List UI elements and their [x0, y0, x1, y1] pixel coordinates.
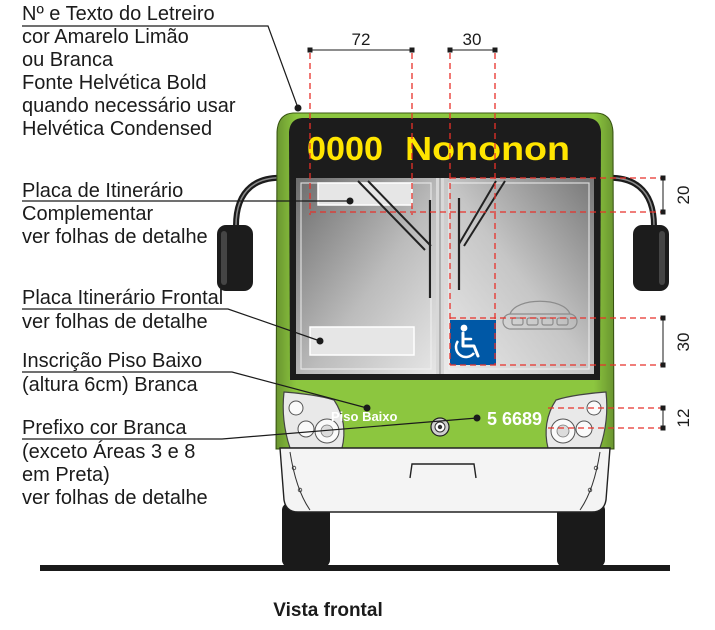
annotation-line: ver folhas de detalhe — [22, 311, 208, 333]
destination-sign: 0000 Nononon — [307, 130, 570, 167]
annotation-line: ou Branca — [22, 49, 114, 71]
annotation-title: Nº e Texto do Letreiro — [22, 3, 215, 25]
annotation-line: Fonte Helvética Bold — [22, 72, 207, 94]
annotation-title: Placa Itinerário Frontal — [22, 287, 223, 309]
annotation-line: em Preta) — [22, 464, 110, 486]
annotation-line: quando necessário usar — [22, 95, 236, 117]
dimension-label: 30 — [463, 30, 482, 49]
left-wheel — [282, 503, 330, 567]
dimension-label: 30 — [674, 333, 693, 352]
destination-number: 0000 — [307, 130, 383, 167]
annotation-line: (altura 6cm) Branca — [22, 374, 198, 396]
annotation-line: cor Amarelo Limão — [22, 26, 189, 48]
front-route-plate — [309, 326, 415, 356]
emblem-icon — [430, 417, 450, 437]
dimension-label: 20 — [674, 186, 693, 205]
annotation-complementary-route-plate: Placa de Itinerário Complementar ver fol… — [22, 180, 208, 248]
diagram-caption: Vista frontal — [273, 600, 382, 621]
left-side-mirror-icon — [217, 174, 287, 291]
dimension-label: 12 — [674, 409, 693, 428]
leader-prefix — [22, 417, 478, 440]
annotation-destination-sign: Nº e Texto do Letreiro cor Amarelo Limão… — [22, 3, 236, 140]
annotation-title: Placa de Itinerário — [22, 180, 183, 202]
dimension-top-left: 72 — [307, 30, 415, 53]
annotation-line: ver folhas de detalhe — [22, 226, 208, 248]
ground-line — [40, 565, 670, 571]
guide-lines — [309, 53, 663, 429]
annotation-line: ver folhas de detalhe — [22, 487, 208, 509]
leader-destination-sign — [22, 25, 299, 109]
windshield-wipers — [357, 180, 506, 298]
dimension-top-right: 30 — [447, 30, 498, 53]
annotation-title: Inscrição Piso Baixo — [22, 350, 202, 372]
leader-dot — [363, 404, 371, 412]
dimension-right-top: 20 — [660, 175, 693, 215]
wheelchair-icon — [450, 320, 496, 365]
annotation-line: Helvética Condensed — [22, 118, 212, 140]
bumper-handle — [409, 463, 477, 479]
annotation-line: (exceto Áreas 3 e 8 — [22, 440, 195, 463]
annotation-prefix: Prefixo cor Branca (exceto Áreas 3 e 8 e… — [22, 417, 208, 509]
leader-dot — [346, 197, 354, 205]
leader-front-plate — [22, 308, 321, 342]
right-wheel — [557, 503, 605, 567]
leader-dot — [473, 414, 481, 422]
dimension-right-bottom: 12 — [660, 405, 693, 431]
annotation-front-route-plate: Placa Itinerário Frontal ver folhas de d… — [22, 287, 223, 333]
front-bumper — [279, 447, 611, 513]
bus-front: 0000 Nononon — [40, 112, 670, 571]
complementary-route-plate — [317, 182, 413, 206]
dimension-right-middle: 30 — [660, 315, 693, 368]
dimension-label: 72 — [352, 30, 371, 49]
left-headlight-cluster — [282, 391, 345, 449]
annotation-line: Complementar — [22, 203, 154, 225]
leader-low-floor — [22, 371, 368, 409]
leader-lines — [22, 25, 481, 440]
low-floor-label: Piso Baixo — [331, 409, 398, 424]
leader-dot — [294, 104, 302, 112]
windshield-right-highlight — [448, 182, 590, 370]
prefix-number: 5 6689 — [487, 409, 542, 429]
manufacturer-logo-icon — [502, 300, 578, 330]
annotation-low-floor-inscription: Inscrição Piso Baixo (altura 6cm) Branca — [22, 350, 202, 396]
destination-name: Nononon — [405, 130, 570, 167]
annotation-title: Prefixo cor Branca — [22, 417, 187, 439]
leader-dot — [316, 337, 324, 345]
right-headlight-cluster — [545, 391, 608, 449]
